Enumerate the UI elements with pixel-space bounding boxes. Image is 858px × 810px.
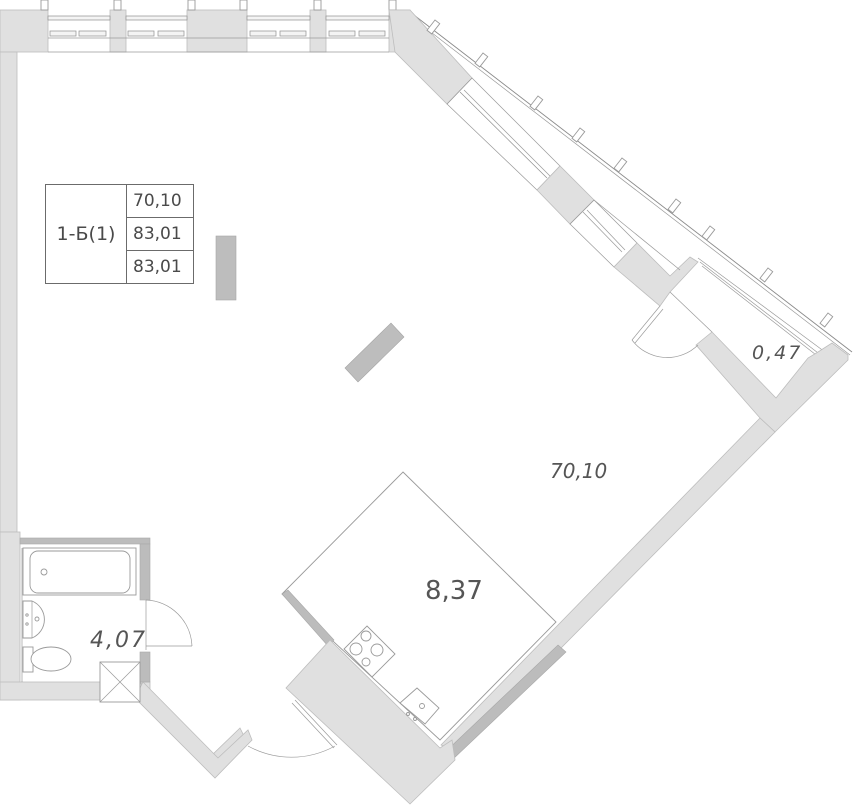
wall-pier-1 <box>109 9 127 53</box>
kitchen-partition <box>281 589 335 647</box>
bathtub-icon <box>22 547 137 596</box>
kitchen-zone-outline <box>281 471 557 741</box>
bathroom-door[interactable] <box>145 599 193 650</box>
wall-diagonal-3 <box>613 242 699 307</box>
living-area-value: 70,10 <box>127 185 193 218</box>
wall-southeast-shade <box>441 644 567 763</box>
wall-left <box>0 51 18 533</box>
facade-fins <box>426 19 834 328</box>
balcony-door[interactable] <box>631 291 713 358</box>
balcony-area-label: 0,47 <box>752 342 803 364</box>
kitchen-wall-block <box>285 639 456 805</box>
apartment-summary-table: 1-Б(1) 70,10 83,01 83,01 <box>45 184 194 284</box>
stove-icon <box>343 625 396 678</box>
wall-bath-left <box>0 531 21 701</box>
bathroom-area-label: 4,07 <box>90 628 147 653</box>
wall-top-left <box>0 9 49 53</box>
column-1 <box>215 235 237 301</box>
apartment-type: 1-Б(1) <box>46 185 127 283</box>
wall-entrance-lower <box>134 681 253 779</box>
facade-outer-line <box>409 11 853 353</box>
total-area-with-balcony-value: 83,01 <box>133 257 182 277</box>
entrance-door[interactable] <box>247 699 338 758</box>
living-room-area-label: 70,10 <box>550 459 608 483</box>
washbasin-icon <box>22 600 45 639</box>
bath-right-wall-upper <box>139 543 151 601</box>
wall-pier-2 <box>186 9 248 53</box>
total-area-value: 83,01 <box>127 218 193 251</box>
column-2 <box>344 322 405 383</box>
bath-top-wall <box>19 537 151 545</box>
wall-diagonal-1 <box>388 9 473 105</box>
wall-southeast <box>440 417 776 753</box>
toilet-icon <box>22 646 72 673</box>
shower-tray-icon <box>99 661 141 703</box>
sink-icon <box>399 687 440 725</box>
kitchen-area-label: 8,37 <box>425 576 483 606</box>
top-windows <box>40 0 397 53</box>
wall-diagonal-2 <box>536 165 595 225</box>
bath-right-wall-lower <box>139 651 151 683</box>
wall-pier-3 <box>309 9 327 53</box>
